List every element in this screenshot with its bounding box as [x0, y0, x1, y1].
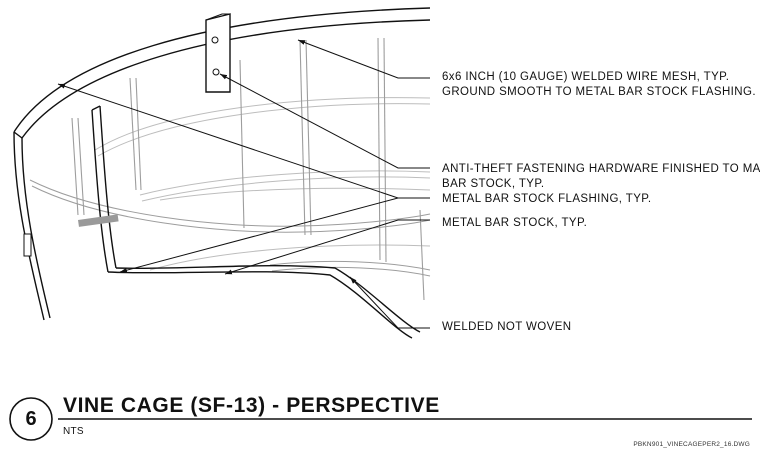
side-bracket — [23, 233, 32, 257]
detail-bubble — [9, 397, 53, 441]
callout-welded: WELDED NOT WOVEN — [442, 320, 572, 335]
bar-stock-flashing — [91, 105, 421, 339]
callout-hardware-line-2: BAR STOCK, TYP. — [442, 178, 545, 190]
callout-barstock: METAL BAR STOCK, TYP. — [442, 216, 587, 231]
title-block — [9, 397, 752, 441]
bar-stock-left-leg — [13, 131, 51, 321]
fastener-bolt-bottom — [212, 68, 220, 76]
detail-number: 6 — [25, 407, 37, 430]
callout-hardware: ANTI-THEFT FASTENING HARDWARE FINISHED T… — [442, 162, 760, 192]
callout-mesh-line-1: 6x6 INCH (10 GAUGE) WELDED WIRE MESH, TY… — [442, 71, 730, 83]
callout-mesh-line-2: GROUND SMOOTH TO METAL BAR STOCK FLASHIN… — [442, 86, 756, 98]
fastener-bolt-top — [211, 36, 219, 44]
callout-flashing-line-1: METAL BAR STOCK FLASHING, TYP. — [442, 193, 652, 205]
wire-mesh-horizontals — [29, 179, 431, 277]
bar-stock-hoop — [13, 7, 431, 139]
fastening-plate — [205, 13, 231, 93]
wire-mesh-verticals — [71, 37, 425, 301]
callout-welded-line-1: WELDED NOT WOVEN — [442, 321, 572, 333]
drawing-scale: NTS — [63, 426, 84, 437]
callout-flashing: METAL BAR STOCK FLASHING, TYP. — [442, 192, 651, 207]
drawing-title: VINE CAGE (SF-13) - PERSPECTIVE — [63, 394, 440, 417]
callout-mesh: 6x6 INCH (10 GAUGE) WELDED WIRE MESH, TY… — [442, 70, 756, 100]
file-reference: PBKN901_VINECAGEPER2_16.DWG — [633, 441, 750, 448]
callout-barstock-line-1: METAL BAR STOCK, TYP. — [442, 217, 588, 229]
callout-hardware-line-1: ANTI-THEFT FASTENING HARDWARE FINISHED T… — [442, 163, 760, 175]
hardware-bar-stub — [77, 214, 119, 227]
leader-lines — [57, 39, 430, 329]
